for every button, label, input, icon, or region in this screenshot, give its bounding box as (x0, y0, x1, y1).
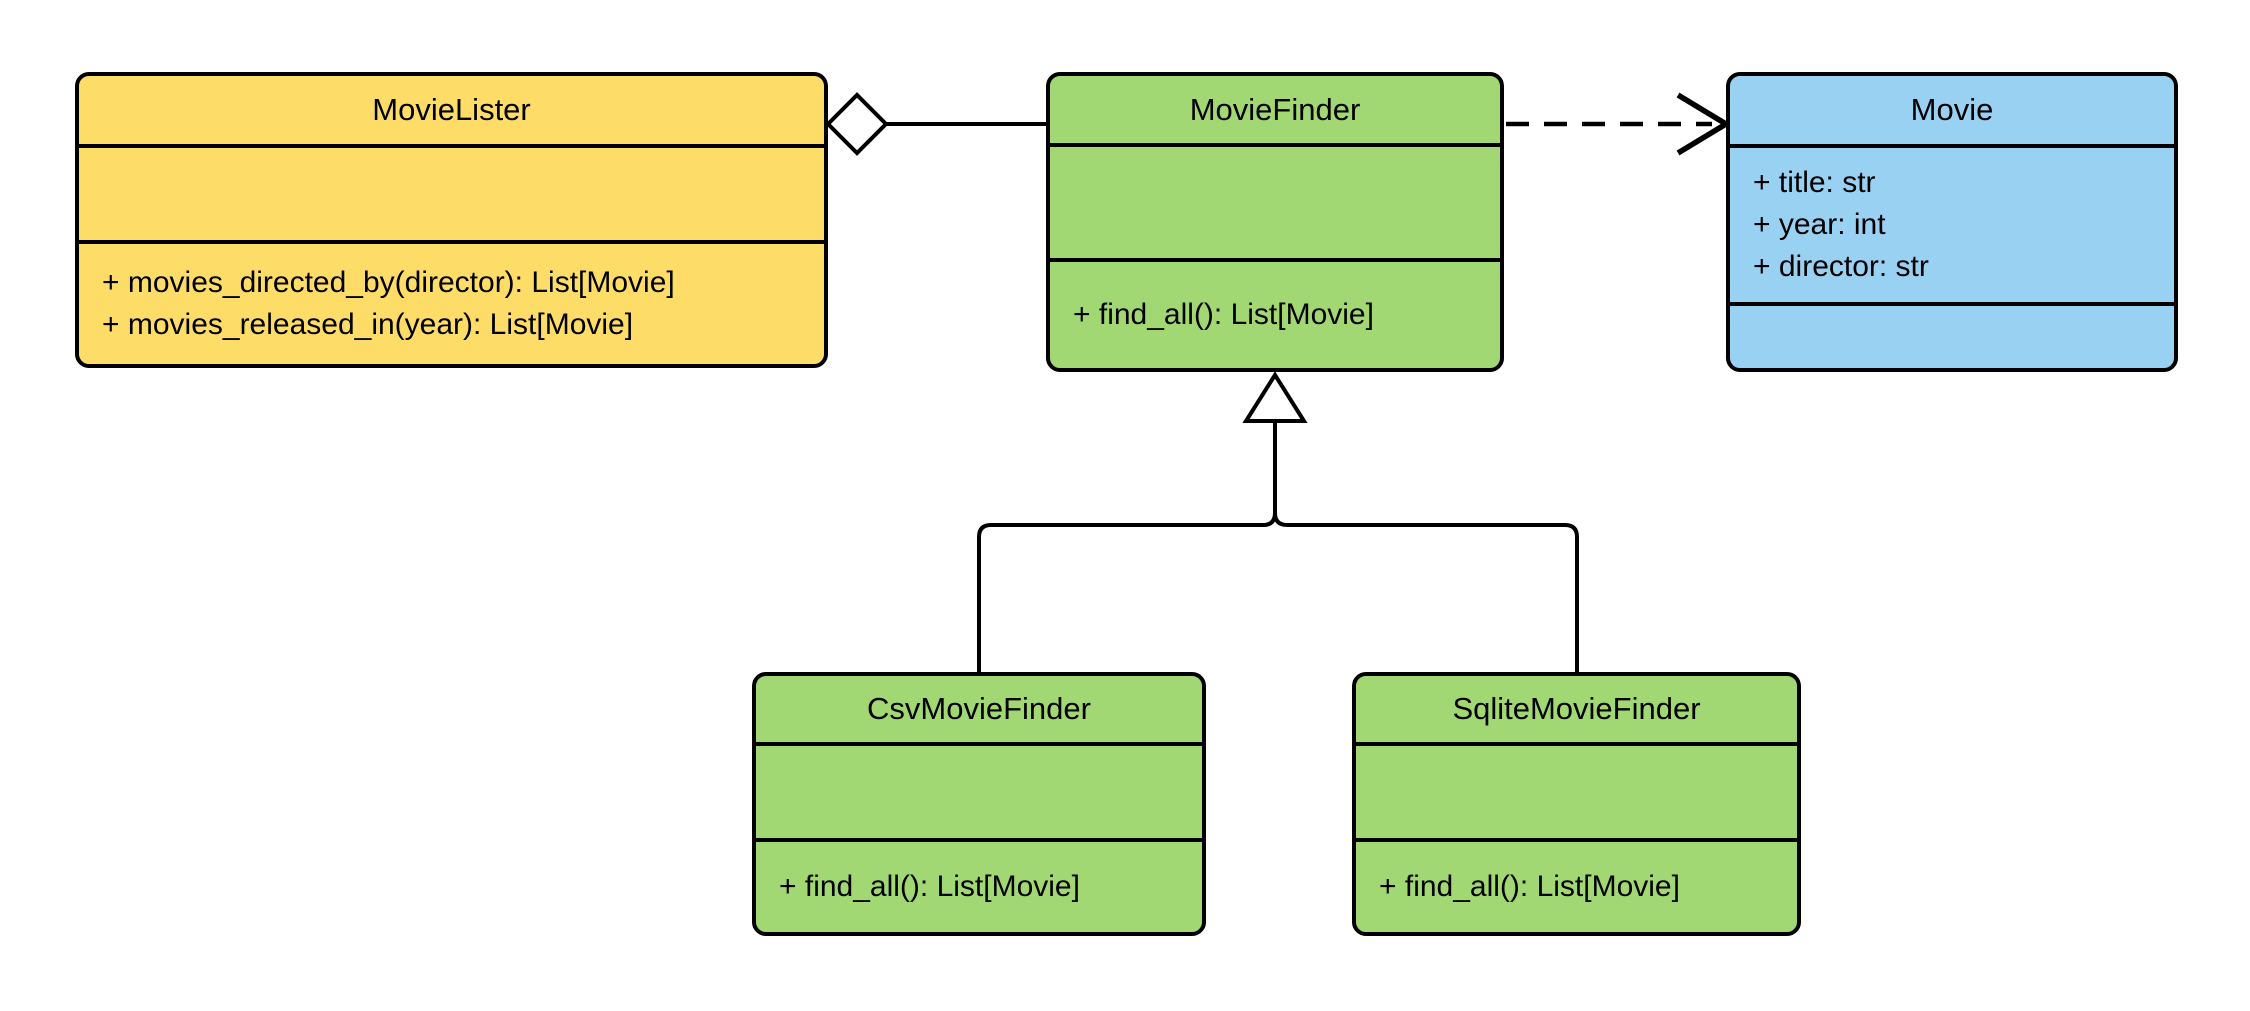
class-method: + find_all(): List[Movie] (1073, 298, 1374, 331)
class-method: + find_all(): List[Movie] (779, 870, 1080, 903)
methods-section-csvmoviefinder: + find_all(): List[Movie] (756, 838, 1202, 932)
attributes-section-moviefinder (1050, 143, 1500, 258)
class-method: + movies_directed_by(director): List[Mov… (102, 266, 675, 299)
class-attribute: + director: str (1753, 250, 1929, 283)
edge-dependency-moviefinder-movie[interactable] (1506, 92, 1732, 156)
class-attribute: + title: str (1753, 166, 1876, 199)
class-method: + movies_released_in(year): List[Movie] (102, 308, 634, 341)
attributes-section-movielister (79, 144, 824, 240)
class-box-sqlitemoviefinder[interactable]: SqliteMovieFinder + find_all(): List[Mov… (1352, 672, 1801, 936)
class-method: + find_all(): List[Movie] (1379, 870, 1680, 903)
class-title-moviefinder: MovieFinder (1189, 91, 1361, 127)
edge-inheritance-csvmoviefinder-moviefinder[interactable] (977, 421, 1277, 674)
class-title-movielister: MovieLister (372, 92, 531, 127)
class-box-movie[interactable]: Movie + title: str + year: int + directo… (1726, 72, 2178, 372)
methods-section-moviefinder: + find_all(): List[Movie] (1050, 258, 1500, 368)
class-attribute: + year: int (1753, 208, 1886, 241)
attributes-section-csvmoviefinder (756, 742, 1202, 838)
inheritance-triangle-icon (1242, 371, 1308, 423)
class-box-csvmoviefinder[interactable]: CsvMovieFinder + find_all(): List[Movie] (752, 672, 1206, 936)
attributes-section-movie: + title: str + year: int + director: str (1730, 144, 2174, 302)
class-title-movie: Movie (1910, 92, 1994, 127)
aggregation-diamond-icon (825, 92, 889, 156)
methods-section-movie (1730, 302, 2174, 368)
class-box-movielister[interactable]: MovieLister + movies_directed_by(directo… (75, 72, 828, 368)
class-title-csvmoviefinder: CsvMovieFinder (867, 691, 1091, 726)
methods-section-movielister: + movies_directed_by(director): List[Mov… (79, 240, 824, 364)
methods-section-sqlitemoviefinder: + find_all(): List[Movie] (1356, 838, 1797, 932)
attributes-section-sqlitemoviefinder (1356, 742, 1797, 838)
class-box-moviefinder[interactable]: MovieFinder + find_all(): List[Movie] (1046, 72, 1504, 372)
inheritance-line-sqlite (1273, 421, 1579, 674)
edge-inheritance-sqlitemoviefinder-moviefinder[interactable] (1273, 421, 1579, 674)
inheritance-line-csv (977, 421, 1277, 674)
class-title-sqlitemoviefinder: SqliteMovieFinder (1452, 691, 1701, 726)
edge-aggregation-movielister-moviefinder[interactable] (825, 92, 1046, 156)
